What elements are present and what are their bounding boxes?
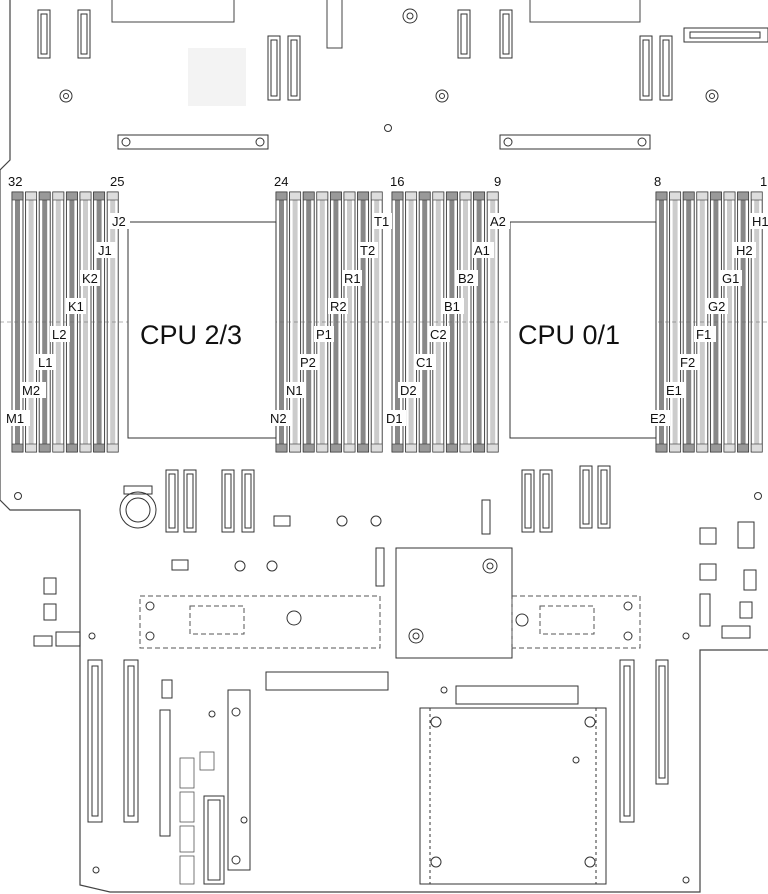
slot-number-label: 24	[274, 174, 288, 189]
dimm-label: M1	[6, 411, 24, 426]
mounting-holes	[14, 8, 762, 500]
dimm-label: A2	[490, 214, 506, 229]
cpu-label-right: CPU 0/1	[518, 320, 620, 350]
dimm-label: N2	[270, 411, 287, 426]
mid-board-connectors	[165, 465, 757, 639]
dimm-label: L2	[52, 327, 66, 342]
riser-outline	[139, 595, 641, 649]
dimm-label: F2	[680, 355, 695, 370]
dimm-label: H1	[752, 214, 768, 229]
dimm-label: E2	[650, 411, 666, 426]
dimm-slot-group	[0, 191, 768, 453]
riser-holes	[145, 601, 633, 641]
dimm-label: E1	[666, 383, 682, 398]
dimm-label: J2	[112, 214, 126, 229]
dimm-label: B2	[458, 271, 474, 286]
dimm-label: K1	[68, 299, 84, 314]
slot-number-label: 9	[494, 174, 501, 189]
cmos-battery	[119, 485, 157, 529]
slot-number-label: 1	[760, 174, 767, 189]
slot-number-label: 32	[8, 174, 22, 189]
dimm-label: G1	[722, 271, 739, 286]
dimm-label: P1	[316, 327, 332, 342]
small-components	[33, 515, 753, 659]
top-connectors	[37, 9, 768, 106]
dimm-label: F1	[696, 327, 711, 342]
dimm-label: H2	[736, 243, 753, 258]
dimm-labels-cpu23-left: J2 J1 K2 K1 L2 L1 M2 M1	[6, 213, 130, 426]
slot-number-label: 8	[654, 174, 661, 189]
dimm-label: D2	[400, 383, 417, 398]
dimm-label: K2	[82, 271, 98, 286]
dimm-label: P2	[300, 355, 316, 370]
dimm-labels-cpu23-right: T1 T2 R1 R2 P1 P2 N1 N2	[268, 213, 392, 426]
dimm-labels-cpu01-left: A2 A1 B2 B1 C2 C1 D2 D1	[384, 213, 510, 426]
dimm-label: R2	[330, 299, 347, 314]
bottom-brackets	[92, 671, 690, 885]
dimm-label: R1	[344, 271, 361, 286]
dimm-label: T1	[374, 214, 389, 229]
dimm-label: N1	[286, 383, 303, 398]
dimm-labels-cpu01-right: H1 H2 G1 G2 F1 F2 E1 E2	[648, 213, 768, 426]
dimm-label: D1	[386, 411, 403, 426]
dimm-label: T2	[360, 243, 375, 258]
dimm-label: M2	[22, 383, 40, 398]
board-top-notch	[111, 0, 641, 49]
slot-number-label: 25	[110, 174, 124, 189]
dimm-label: B1	[444, 299, 460, 314]
pcie-slots	[87, 659, 669, 885]
dimm-label: A1	[474, 243, 490, 258]
dimm-label: G2	[708, 299, 725, 314]
pin-headers	[179, 751, 215, 885]
cpu-socket-left	[127, 221, 277, 439]
slot-number-label: 16	[390, 174, 404, 189]
dimm-label: C2	[430, 327, 447, 342]
cpu-label-left: CPU 2/3	[140, 320, 242, 350]
dimm-label: L1	[38, 355, 52, 370]
heatsink-brackets	[117, 134, 651, 150]
cpu-socket-right	[509, 221, 657, 439]
dimm-label: C1	[416, 355, 433, 370]
dimm-label: J1	[98, 243, 112, 258]
